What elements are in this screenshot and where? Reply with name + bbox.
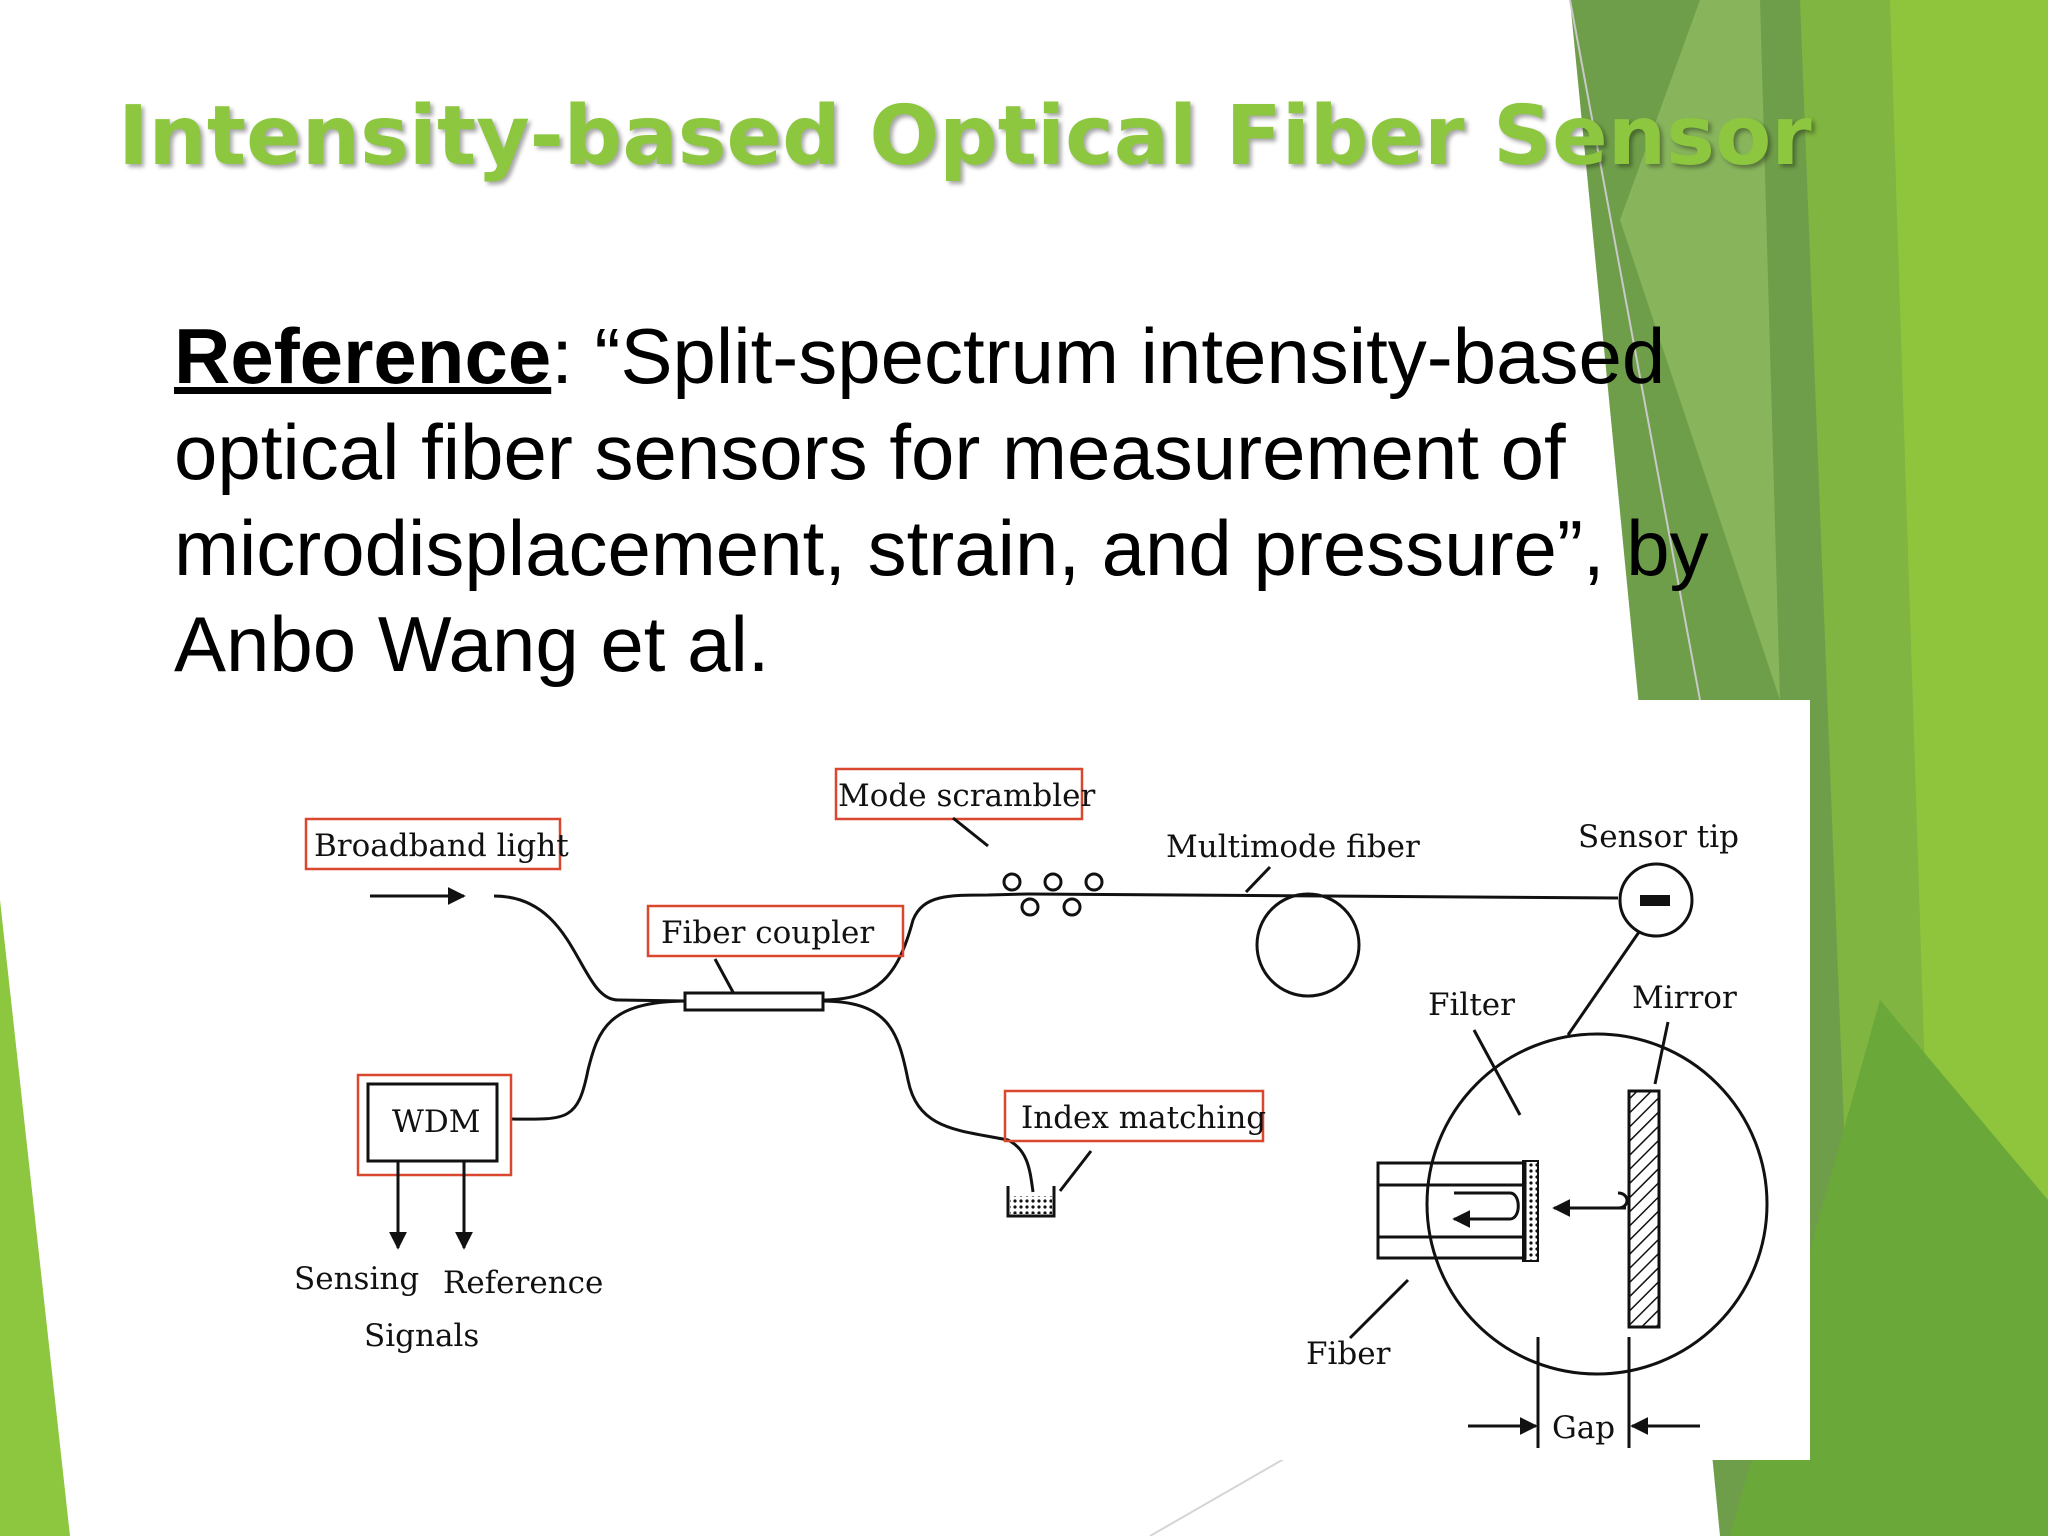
- fiber-coupler-to-index-matching: [820, 999, 1035, 1193]
- index-matching: Index matching: [1003, 1089, 1266, 1218]
- reference-paragraph: Reference: “Split-spectrum intensity-bas…: [174, 308, 1794, 692]
- reference-label: Reference: [174, 312, 552, 400]
- slide-title: Intensity-based Optical Fiber Sensor: [118, 89, 1812, 184]
- fiber-pointer: [1348, 1278, 1410, 1340]
- mode-scrambler-pointer: [952, 816, 989, 848]
- mode-scrambler-label-box: [834, 767, 1084, 821]
- multimode-fiber-pointer: [1244, 865, 1272, 894]
- fiber-label: Fiber: [1306, 1336, 1391, 1372]
- reference-text: “Split-spectrum intensity-based optical …: [174, 312, 1709, 688]
- index-matching-pointer: [1058, 1150, 1093, 1192]
- fiber-input-to-coupler: [493, 894, 689, 1003]
- fiber-coupler: Fiber coupler: [646, 904, 905, 1012]
- fiber-coupler-to-wdm: [511, 999, 689, 1121]
- roller-3: [1084, 872, 1104, 892]
- reflected-light-hook: [1554, 1191, 1629, 1210]
- roller-2: [1043, 872, 1063, 892]
- multimode-fiber-label: Multimode fiber: [1166, 829, 1420, 865]
- sensor-tip: Sensor tip: [1566, 819, 1739, 1036]
- index-matching-label-box: [1003, 1089, 1265, 1143]
- mode-scrambler-label: Mode scrambler: [838, 778, 1096, 814]
- fiber-coupler-body: [683, 991, 825, 1012]
- broadband-light-label-box: [304, 817, 562, 871]
- mirror-pointer: [1653, 1021, 1670, 1085]
- wdm-label-box: [356, 1073, 513, 1177]
- sensor-detail-circle: [1425, 1032, 1769, 1376]
- mode-scrambler-rollers: [1002, 872, 1104, 917]
- sensor-detail: Filter Mirror Fiber: [1306, 980, 1769, 1448]
- roller-4: [1020, 897, 1040, 917]
- reference-output-label: Reference: [443, 1265, 603, 1301]
- index-matching-label: Index matching: [1021, 1100, 1266, 1136]
- fiber-coupler-label: Fiber coupler: [661, 915, 874, 951]
- fiber-coupler-to-scrambler: [820, 892, 1029, 1002]
- wdm-block: WDM Sensing Reference Signals: [294, 1073, 603, 1354]
- signals-label: Signals: [364, 1318, 479, 1354]
- filter-pointer: [1472, 1029, 1522, 1116]
- wdm-label: WDM: [392, 1104, 480, 1140]
- index-matching-liquid: [1010, 1196, 1052, 1214]
- roller-5: [1062, 897, 1082, 917]
- reference-separator: :: [551, 312, 595, 400]
- sensor-diagram-figure: Broadband light Fiber coupler: [118, 700, 1810, 1460]
- wdm-body: [366, 1082, 499, 1163]
- sensing-label: Sensing: [294, 1261, 419, 1297]
- broadband-light-source: Broadband light: [304, 817, 569, 905]
- mirror-label: Mirror: [1632, 980, 1737, 1016]
- sensor-tip-zoom-line: [1566, 931, 1641, 1036]
- sensor-diagram: Broadband light Fiber coupler: [294, 767, 1769, 1448]
- multimode-fiber: Multimode fiber: [1166, 829, 1420, 998]
- fiber-coupler-pointer: [713, 958, 736, 995]
- mirror-body: [1627, 1089, 1661, 1329]
- mode-scrambler: Mode scrambler: [834, 767, 1104, 917]
- index-matching-cup: [1006, 1186, 1056, 1218]
- sensor-tip-element: [1640, 895, 1670, 906]
- broadband-light-label: Broadband light: [314, 828, 569, 864]
- decor-thin-line: [1569, 0, 1701, 701]
- decor-right-pale-band: [1620, 0, 1780, 700]
- sensor-tip-label: Sensor tip: [1578, 819, 1739, 855]
- decor-left-green-wedge: [0, 900, 70, 1536]
- roller-1: [1002, 872, 1022, 892]
- gap-label: Gap: [1552, 1410, 1615, 1446]
- multimode-fiber-loop: [1255, 892, 1361, 998]
- fiber-coupler-label-box: [646, 904, 905, 958]
- filter-label: Filter: [1428, 987, 1515, 1023]
- filter-layer: [1522, 1160, 1539, 1262]
- light-path: [1452, 1191, 1520, 1228]
